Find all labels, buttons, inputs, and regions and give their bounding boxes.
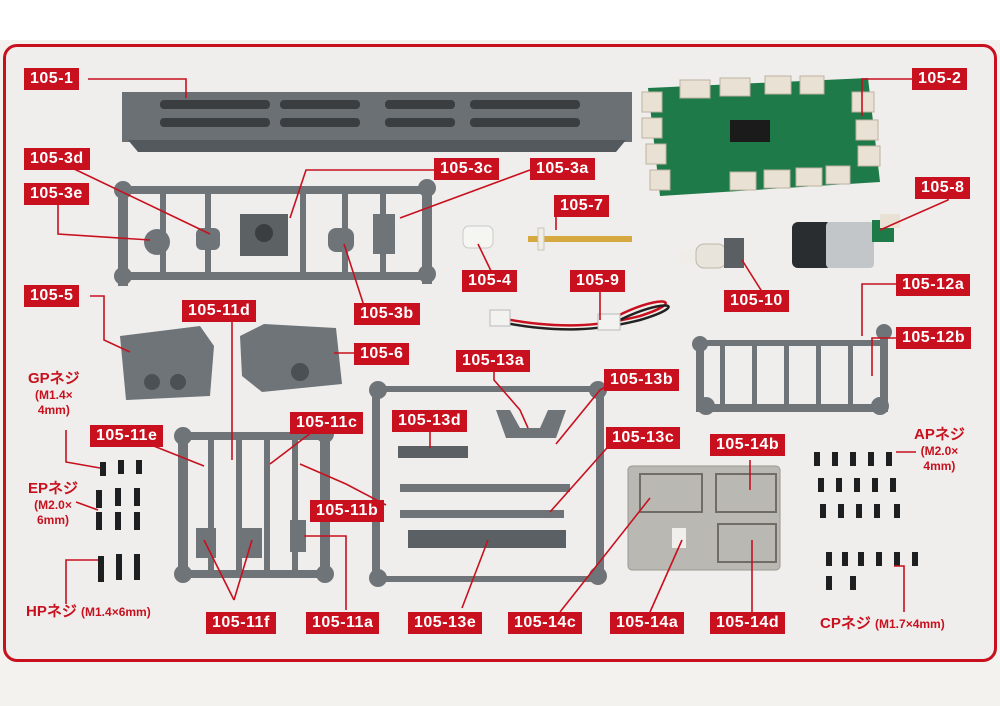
screw-group-ep <box>96 488 140 530</box>
screw-group-ap <box>814 452 900 518</box>
hp-screw-spec: (M1.4×6mm) <box>81 605 151 619</box>
label-105-13c: 105-13c <box>606 427 681 449</box>
ep-screw-spec-1: (M2.0× <box>34 498 72 512</box>
label-105-3e: 105-3e <box>24 183 89 205</box>
label-105-10: 105-10 <box>724 290 789 312</box>
label-105-2: 105-2 <box>912 68 968 90</box>
label-105-1: 105-1 <box>24 68 80 90</box>
part-105-13-sprue <box>369 381 607 587</box>
label-105-13e: 105-13e <box>408 612 483 634</box>
label-105-14b: 105-14b <box>710 434 786 456</box>
label-ap-screw: APネジ (M2.0× 4mm) <box>914 426 965 474</box>
label-105-11d: 105-11d <box>182 300 257 322</box>
part-105-5-housing <box>120 326 214 400</box>
label-cp-screw: CPネジ (M1.7×4mm) <box>820 615 945 633</box>
label-105-3a: 105-3a <box>530 158 595 180</box>
label-105-13a: 105-13a <box>456 350 531 372</box>
part-105-7-shaft <box>528 227 632 251</box>
label-105-7: 105-7 <box>554 195 610 217</box>
label-105-11e: 105-11e <box>90 425 164 447</box>
top-margin <box>0 0 1000 40</box>
label-105-14a: 105-14a <box>610 612 685 634</box>
label-105-11f: 105-11f <box>206 612 276 634</box>
label-105-11b: 105-11b <box>310 500 385 522</box>
label-ep-screw: EPネジ (M2.0× 6mm) <box>28 480 78 528</box>
label-105-12a: 105-12a <box>896 274 971 296</box>
label-105-3d: 105-3d <box>24 148 90 170</box>
ap-screw-spec-1: (M2.0× <box>920 444 959 458</box>
label-105-4: 105-4 <box>462 270 518 292</box>
part-105-2-circuit-board <box>641 75 881 196</box>
part-105-8-motor <box>792 214 900 268</box>
screw-group-hp <box>98 554 140 582</box>
label-105-5: 105-5 <box>24 285 80 307</box>
label-105-8: 105-8 <box>915 177 971 199</box>
label-hp-screw: HPネジ (M1.4×6mm) <box>26 603 151 621</box>
label-105-14d: 105-14d <box>710 612 786 634</box>
label-105-3b: 105-3b <box>354 303 420 325</box>
hp-screw-title: HPネジ <box>26 603 77 620</box>
label-105-12b: 105-12b <box>896 327 972 349</box>
label-105-11a: 105-11a <box>306 612 380 634</box>
part-105-6-housing <box>240 324 342 392</box>
screw-group-cp <box>826 552 918 590</box>
gp-screw-spec-2: 4mm) <box>37 403 70 417</box>
label-gp-screw: GPネジ (M1.4× 4mm) <box>28 370 80 418</box>
label-105-6: 105-6 <box>354 343 410 365</box>
part-105-3-sprue <box>114 179 436 286</box>
leader-lines <box>57 78 949 613</box>
cp-screw-title: CPネジ <box>820 615 871 632</box>
screw-group-gp <box>100 460 142 476</box>
gp-screw-title: GPネジ <box>28 370 80 387</box>
cp-screw-spec: (M1.7×4mm) <box>875 617 945 631</box>
part-105-12-sprue <box>692 324 892 415</box>
ep-screw-spec-2: 6mm) <box>37 513 70 527</box>
label-105-9: 105-9 <box>570 270 626 292</box>
label-105-3c: 105-3c <box>434 158 499 180</box>
part-105-9-cable <box>489 300 670 331</box>
label-105-14c: 105-14c <box>508 612 583 634</box>
part-105-4-gear <box>462 225 494 249</box>
ep-screw-title: EPネジ <box>28 480 79 497</box>
part-105-10-worm <box>680 238 744 269</box>
part-105-14-etched-plate <box>627 465 781 571</box>
label-105-13d: 105-13d <box>392 410 468 432</box>
part-105-1-plate <box>122 92 632 152</box>
gp-screw-spec-1: (M1.4× <box>35 388 73 402</box>
ap-screw-spec-2: 4mm) <box>923 459 956 473</box>
ap-screw-title: APネジ <box>914 426 965 443</box>
label-105-11c: 105-11c <box>290 412 364 434</box>
label-105-13b: 105-13b <box>604 369 680 391</box>
